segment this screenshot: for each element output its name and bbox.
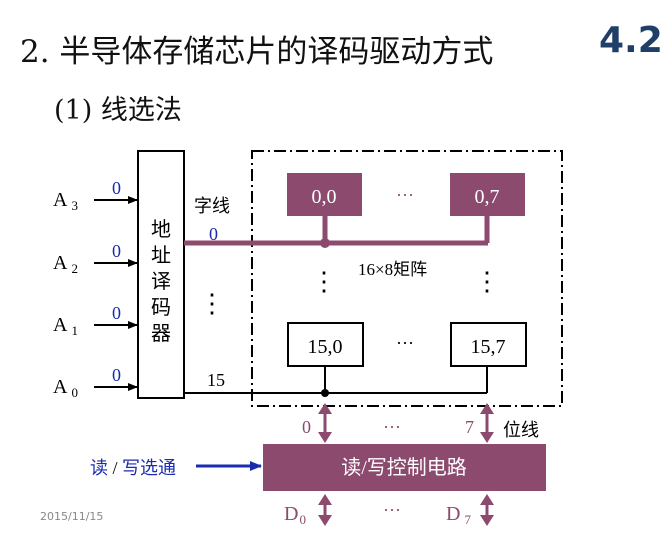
word-line-last-label: 15 <box>207 370 225 390</box>
address-value-a1: 0 <box>112 303 121 323</box>
section-number: 4.2 <box>599 20 663 61</box>
decoder-char: 器 <box>151 323 171 345</box>
address-value-a3: 0 <box>112 178 121 198</box>
cell-15-7-label: 15,7 <box>471 336 506 358</box>
cell-0-7 <box>450 173 525 216</box>
bit-line-last-label: 7 <box>465 417 474 437</box>
word-line-0-junction <box>320 238 330 248</box>
vertical-ellipsis-right-column: ⋮ <box>474 267 500 296</box>
cell-0-7-label: 0,7 <box>475 186 500 208</box>
slide-date: 2015/11/15 <box>40 510 104 523</box>
bit-line-arrows <box>318 403 494 443</box>
data-output-d0: D0 <box>284 503 306 527</box>
decoder-char: 址 <box>151 244 171 267</box>
horizontal-ellipsis-top-row: ··· <box>396 185 414 205</box>
word-line-15-junction <box>321 389 329 397</box>
decoder-char: 地 <box>151 218 171 241</box>
bit-line-first-label: 0 <box>302 417 311 437</box>
slide-title: 2. 半导体存储芯片的译码驱动方式 <box>20 34 494 70</box>
horizontal-ellipsis-data-lines: ··· <box>383 500 401 520</box>
cell-15-0 <box>287 322 364 367</box>
word-line-15 <box>184 366 488 394</box>
slide-subtitle: (1) 线选法 <box>54 95 182 126</box>
rw-control-label: 读/写控制电路 <box>341 456 467 479</box>
decoder-char: 码 <box>151 297 171 319</box>
address-inputs <box>94 196 138 391</box>
bit-line-label: 位线 <box>503 420 539 440</box>
rw-select-label: 读 / 写选通 <box>90 458 176 478</box>
word-line-first-label: 0 <box>209 224 218 244</box>
matrix-label: 16×8矩阵 <box>358 260 427 279</box>
word-line-label: 字线 <box>194 196 230 216</box>
data-line-arrows <box>318 494 494 526</box>
horizontal-ellipsis-bit-lines: ··· <box>383 417 401 437</box>
address-value-a0: 0 <box>112 365 121 385</box>
decoder-char: 译 <box>151 270 171 293</box>
vertical-ellipsis-word-lines: ⋮ <box>199 289 225 318</box>
cell-0-0-label: 0,0 <box>312 186 337 208</box>
matrix-boundary <box>251 150 563 407</box>
decoder-label: 地 址 译 码 器 <box>151 218 171 345</box>
cell-15-7 <box>450 322 527 367</box>
horizontal-ellipsis-bottom-row: ··· <box>396 333 414 353</box>
address-decoder <box>137 150 185 399</box>
cell-0-0 <box>287 173 362 216</box>
vertical-ellipsis-left-column: ⋮ <box>311 267 337 296</box>
word-line-0 <box>184 216 490 246</box>
address-value-a2: 0 <box>112 241 121 261</box>
rw-control-circuit <box>263 444 546 491</box>
cell-15-0-label: 15,0 <box>308 336 343 358</box>
